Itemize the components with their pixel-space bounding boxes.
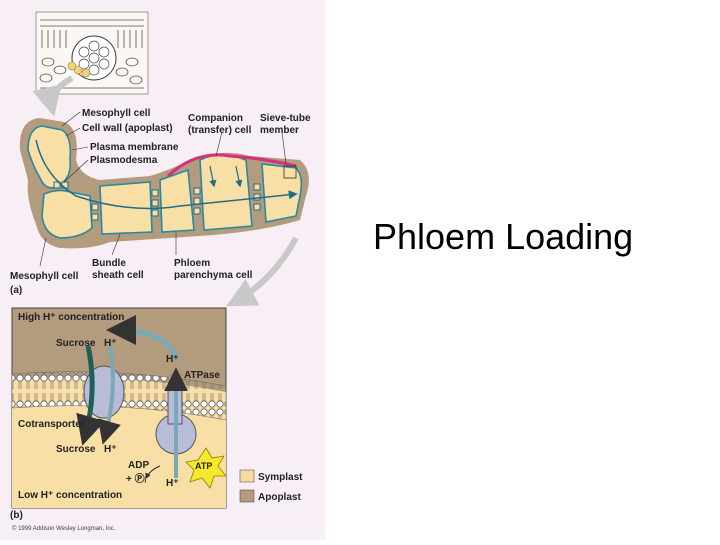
- copyright-text: © 1999 Addison Wesley Longman, Inc.: [12, 525, 116, 532]
- phloem-parenchyma-cell: [159, 168, 195, 233]
- companion-highlight: [166, 153, 297, 178]
- proton-arrow-cotransport: [97, 345, 121, 445]
- tag-part-b: (b): [10, 510, 23, 521]
- cells-part-a: [19, 118, 309, 249]
- label-companion-1: Companion: [188, 113, 243, 124]
- label-pi: + Ⓟᵢ: [126, 472, 147, 485]
- label-cell-wall: Cell wall (apoplast): [82, 123, 173, 134]
- sieve-tube-member: [261, 163, 303, 223]
- labels-part-a: [39, 111, 287, 267]
- bundle-sheath-cell: [99, 181, 153, 235]
- label-h-top: H⁺: [104, 338, 117, 349]
- zoom-arrow-top: [32, 75, 74, 117]
- zoom-arrow-bottom: [226, 236, 299, 307]
- label-h-pump-bottom: H⁺: [166, 478, 179, 489]
- membrane-detail: [11, 307, 227, 509]
- legend-apoplast-label: Apoplast: [258, 492, 301, 503]
- tag-part-a: (a): [10, 285, 22, 296]
- label-phloem-2: parenchyma cell: [174, 270, 253, 281]
- slide-title: Phloem Loading: [373, 216, 634, 257]
- legend-symplast-swatch: [239, 469, 255, 483]
- label-plasmodesma: Plasmodesma: [90, 155, 158, 166]
- label-sieve-tube-2: member: [260, 125, 299, 136]
- label-mesophyll-cell-bottom: Mesophyll cell: [10, 271, 79, 282]
- label-atpase: ATPase: [184, 370, 220, 381]
- label-sieve-tube-1: Sieve-tube: [260, 113, 311, 124]
- symplast-pathway-arrow: [35, 139, 298, 210]
- mesophyll-cell-upper: [27, 125, 72, 189]
- label-cotransporter: Cotransporter: [18, 419, 85, 430]
- label-sucrose-bottom: Sucrose: [56, 444, 96, 455]
- label-sucrose-top: Sucrose: [56, 338, 96, 349]
- figure-panel: Mesophyll cell Cell wall (apoplast) Plas…: [0, 0, 325, 540]
- legend-apoplast-swatch: [239, 489, 255, 503]
- label-bundle-2: sheath cell: [92, 270, 144, 281]
- sucrose-arrow: [76, 345, 106, 446]
- label-h-pump: H⁺: [166, 354, 179, 365]
- legend-symplast-label: Symplast: [258, 472, 303, 483]
- label-plasma-membrane: Plasma membrane: [90, 142, 179, 153]
- label-bundle-1: Bundle: [92, 258, 126, 269]
- companion-cell: [199, 154, 253, 231]
- label-adp: ADP: [128, 460, 149, 471]
- leaf-cross-section: [35, 11, 149, 95]
- label-low-h: Low H⁺ concentration: [18, 490, 122, 501]
- label-companion-2: (transfer) cell: [188, 125, 252, 136]
- legend: Symplast Apoplast: [239, 469, 303, 503]
- label-atp: ATP: [195, 461, 212, 471]
- label-mesophyll-cell: Mesophyll cell: [82, 108, 151, 119]
- mesophyll-cell-lower: [41, 189, 93, 239]
- label-h-bottom: H⁺: [104, 444, 117, 455]
- proton-return-arrow: [106, 315, 179, 361]
- phloem-diagram: Mesophyll cell Cell wall (apoplast) Plas…: [10, 11, 311, 532]
- label-phloem-1: Phloem: [174, 258, 210, 269]
- atp-burst: [185, 447, 227, 489]
- label-high-h: High H⁺ concentration: [18, 312, 124, 323]
